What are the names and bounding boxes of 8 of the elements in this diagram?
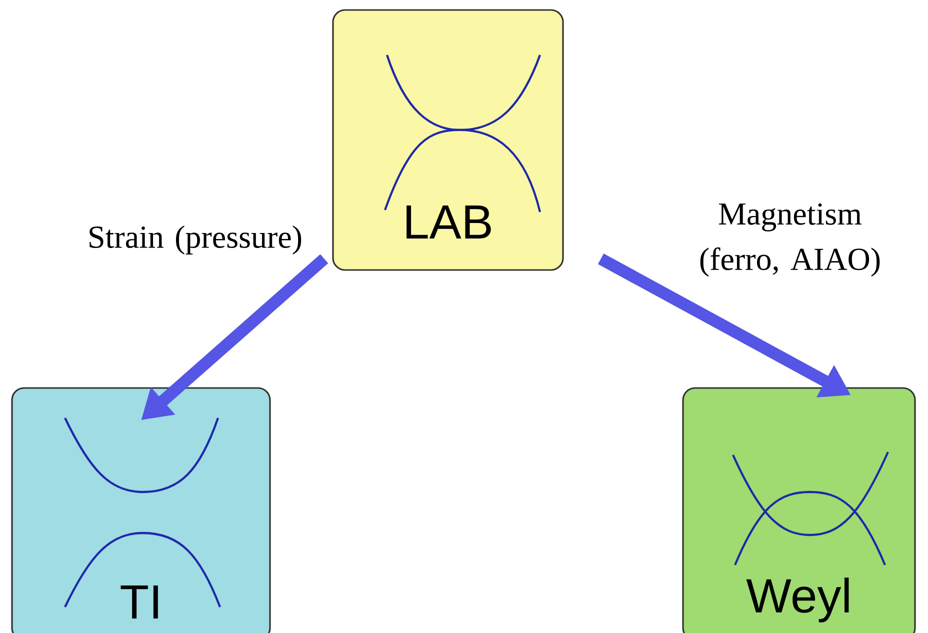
box-label: Weyl: [746, 578, 849, 622]
band-box: [11, 387, 271, 633]
box-label: TI: [120, 586, 158, 618]
band-box: [332, 9, 564, 271]
band-box: [682, 387, 916, 633]
box-label: LAB: [406, 206, 491, 238]
edge-label: Strain (pressure): [90, 225, 302, 254]
edge-label: Magnetism (ferro, AIAO): [700, 203, 880, 277]
